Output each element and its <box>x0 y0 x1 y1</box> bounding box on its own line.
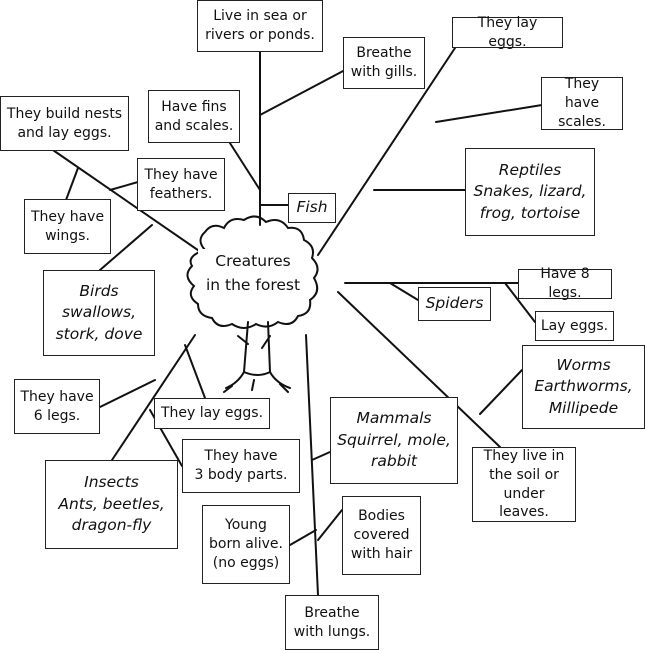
fish-gills-box: Breathe with gills. <box>343 37 425 89</box>
reptiles-scales-box: They have scales. <box>541 76 623 130</box>
birds-feathers-line <box>109 181 139 191</box>
insects-eggs-box: They lay eggs. <box>154 398 270 429</box>
worms-group-box: Worms Earthworms, Millipede <box>522 345 645 429</box>
reptiles-scales-line <box>435 104 543 123</box>
fish-fins-line <box>227 139 261 191</box>
insects-legs-box: They have 6 legs. <box>14 379 100 434</box>
center-label: Creatures in the forest <box>198 249 308 298</box>
spiders-eggs-line <box>504 282 536 323</box>
mammals-branch-line <box>305 334 319 596</box>
reptiles-branch-line <box>317 47 456 256</box>
fish-gills-line <box>259 69 346 116</box>
worms-soil-box: They live in the soil or under leaves. <box>472 447 576 522</box>
spiders-eggs-box: Lay eggs. <box>535 311 614 341</box>
fish-habitat-box: Live in sea or rivers or ponds. <box>197 0 323 52</box>
fish-fins-box: Have fins and scales. <box>148 90 240 143</box>
tree-trunk <box>225 321 291 389</box>
birds-group-line <box>99 224 153 271</box>
fish-group-box: Fish <box>288 193 336 223</box>
insects-group-box: Insects Ants, beetles, dragon-fly <box>45 460 178 549</box>
mammals-group-box: Mammals Squirrel, mole, rabbit <box>330 397 458 484</box>
reptiles-eggs-box: They lay eggs. <box>452 15 563 50</box>
birds-wings-box: They have wings. <box>24 199 111 254</box>
mammals-young-box: Young born alive. (no eggs) <box>202 505 290 584</box>
mammals-group-line <box>311 451 331 461</box>
tree-canopy <box>186 215 319 329</box>
insects-body-box: They have 3 body parts. <box>182 439 300 493</box>
mammals-hair-line <box>317 509 343 541</box>
spiders-group-box: Spiders <box>418 287 491 321</box>
worms-branch-line <box>337 291 501 448</box>
birds-group-box: Birds swallows, stork, dove <box>43 270 155 356</box>
mammals-lungs-box: Breathe with lungs. <box>285 595 379 650</box>
insects-legs-line <box>97 379 156 409</box>
insects-branch-line <box>111 334 196 461</box>
birds-branch-line <box>49 147 206 256</box>
worms-group-line <box>479 369 523 415</box>
reptiles-group-box: Reptiles Snakes, lizard, frog, tortoise <box>465 148 595 236</box>
birds-feathers-box: They have feathers. <box>137 158 225 211</box>
tree-roots <box>223 379 289 393</box>
birds-wings-line <box>65 167 79 201</box>
spiders-label-line <box>389 282 419 301</box>
birds-nests-box: They build nests and lay eggs. <box>0 96 129 151</box>
mammals-young-line <box>289 529 317 546</box>
mammals-hair-box: Bodies covered with hair <box>342 496 421 575</box>
insects-eggs-line <box>184 344 206 399</box>
spiders-legs-box: Have 8 legs. <box>518 266 612 301</box>
